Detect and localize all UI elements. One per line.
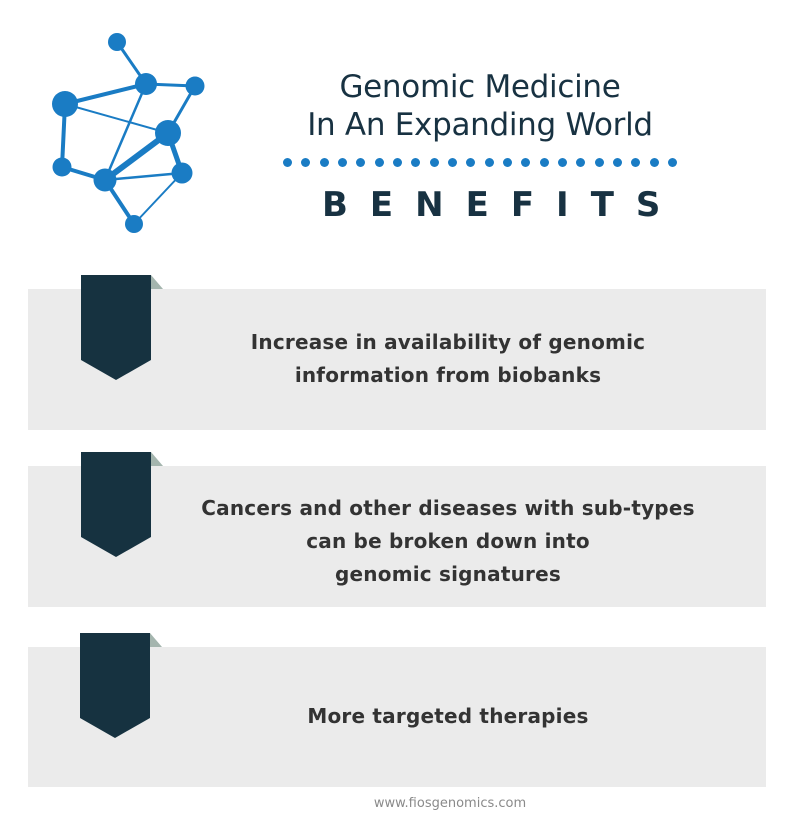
molecule-network-icon	[40, 20, 220, 240]
divider-dot	[466, 158, 476, 167]
bookmark-ribbon-icon	[81, 275, 151, 380]
benefit-line: information from biobanks	[294, 363, 602, 387]
title-line-1: Genomic Medicine	[339, 69, 621, 105]
divider-dot	[649, 158, 659, 167]
website-link[interactable]: www.fiosgenomics.com	[373, 796, 527, 811]
title-line-2: In An Expanding World	[307, 107, 653, 143]
divider-dot	[319, 158, 329, 167]
benefit-line: genomic signatures	[335, 562, 561, 586]
divider-dot	[631, 158, 641, 167]
divider-dot	[411, 158, 421, 167]
divider-dot	[594, 158, 604, 167]
benefit-card	[28, 647, 766, 787]
dotted-divider	[283, 158, 677, 168]
divider-dot	[667, 158, 677, 167]
divider-dot	[557, 158, 567, 167]
benefit-line: Cancers and other diseases with sub-type…	[201, 496, 695, 520]
divider-dot	[392, 158, 402, 167]
divider-dot	[484, 158, 494, 167]
divider-dot	[447, 158, 457, 167]
benefit-text: Cancers and other diseases with sub-type…	[168, 492, 728, 591]
benefit-card	[28, 466, 766, 607]
divider-dot	[301, 158, 311, 167]
benefit-line: can be broken down into	[306, 529, 590, 553]
benefit-card	[28, 289, 766, 430]
ribbon-fold-icon	[150, 633, 162, 647]
divider-dot	[356, 158, 366, 167]
page-title: Genomic Medicine In An Expanding World	[270, 68, 690, 144]
bookmark-ribbon-icon	[81, 452, 151, 557]
divider-dot	[612, 158, 622, 167]
divider-dot	[502, 158, 512, 167]
divider-dot	[521, 158, 531, 167]
benefit-text: Increase in availability of genomic info…	[168, 326, 728, 392]
benefit-text: More targeted therapies	[168, 700, 728, 733]
bookmark-ribbon-icon	[80, 633, 150, 738]
benefit-line: More targeted therapies	[307, 704, 589, 728]
divider-dot	[576, 158, 586, 167]
benefit-line: Increase in availability of genomic	[250, 330, 646, 354]
divider-dot	[283, 158, 292, 167]
divider-dot	[539, 158, 549, 167]
ribbon-fold-icon	[151, 452, 163, 466]
divider-dot	[429, 158, 439, 167]
divider-dot	[374, 158, 384, 167]
ribbon-fold-icon	[151, 275, 163, 289]
section-heading: BENEFITS	[322, 185, 683, 225]
divider-dot	[337, 158, 347, 167]
